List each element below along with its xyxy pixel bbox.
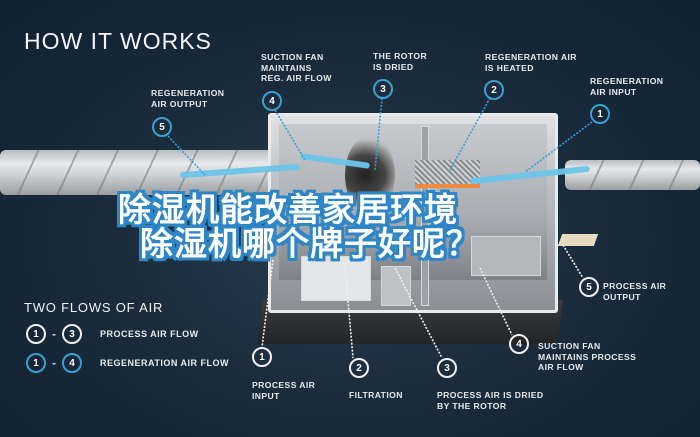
legend-label-process: PROCESS AIR FLOW	[100, 329, 199, 339]
dehumidifier-cabinet	[268, 113, 558, 313]
proc-step-4-badge: 4	[509, 334, 529, 354]
proc-step-3-badge: 3	[437, 358, 457, 378]
reg-step-1-badge: 1	[590, 104, 610, 124]
proc-step-1-label: PROCESS AIR INPUT	[252, 380, 316, 401]
legend-dash: -	[52, 356, 56, 370]
right-duct	[565, 160, 700, 190]
heater-element	[415, 160, 480, 188]
legend-to-badge: 3	[62, 324, 82, 344]
proc-step-2-badge: 2	[349, 358, 369, 378]
legend-from-badge: 1	[26, 324, 46, 344]
page-title: HOW IT WORKS	[24, 28, 212, 54]
legend-from-badge: 1	[26, 353, 46, 373]
legend-to-badge: 4	[62, 353, 82, 373]
reg-step-5-badge: 5	[152, 117, 172, 137]
legend-row-process: 1 - 3 PROCESS AIR FLOW	[26, 324, 199, 344]
proc-step-4-label: SUCTION FAN MAINTAINS PROCESS AIR FLOW	[538, 341, 637, 373]
reg-step-4-badge: 4	[262, 91, 282, 111]
reg-step-3-badge: 3	[373, 79, 393, 99]
reg-step-3-label: THE ROTOR IS DRIED	[373, 51, 428, 72]
proc-step-3-label: PROCESS AIR IS DRIED BY THE ROTOR	[437, 390, 544, 411]
proc-step-1-badge: 1	[252, 347, 272, 367]
banner-line-1: 除湿机能改善家居环境	[118, 190, 458, 229]
reg-step-2-label: REGENERATION AIR IS HEATED	[485, 52, 577, 73]
proc-step-5-badge: 5	[579, 277, 599, 297]
reg-step-4-label: SUCTION FAN MAINTAINS REG. AIR FLOW	[261, 52, 332, 84]
desiccant-rotor	[345, 135, 395, 215]
reg-step-5-label: REGENERATION AIR OUTPUT	[151, 88, 225, 109]
reg-step-2-badge: 2	[484, 80, 504, 100]
reg-step-1-label: REGENERATION AIR INPUT	[590, 76, 664, 97]
proc-step-5-label: PROCESS AIR OUTPUT	[603, 281, 667, 302]
legend-title: TWO FLOWS OF AIR	[24, 300, 164, 315]
legend-label-regeneration: REGENERATION AIR FLOW	[100, 358, 229, 368]
legend-dash: -	[52, 327, 56, 341]
banner-line-2: 除湿机哪个牌子好呢？	[140, 224, 480, 263]
legend-row-regeneration: 1 - 4 REGENERATION AIR FLOW	[26, 353, 229, 373]
proc-step-2-label: FILTRATION	[349, 390, 403, 400]
